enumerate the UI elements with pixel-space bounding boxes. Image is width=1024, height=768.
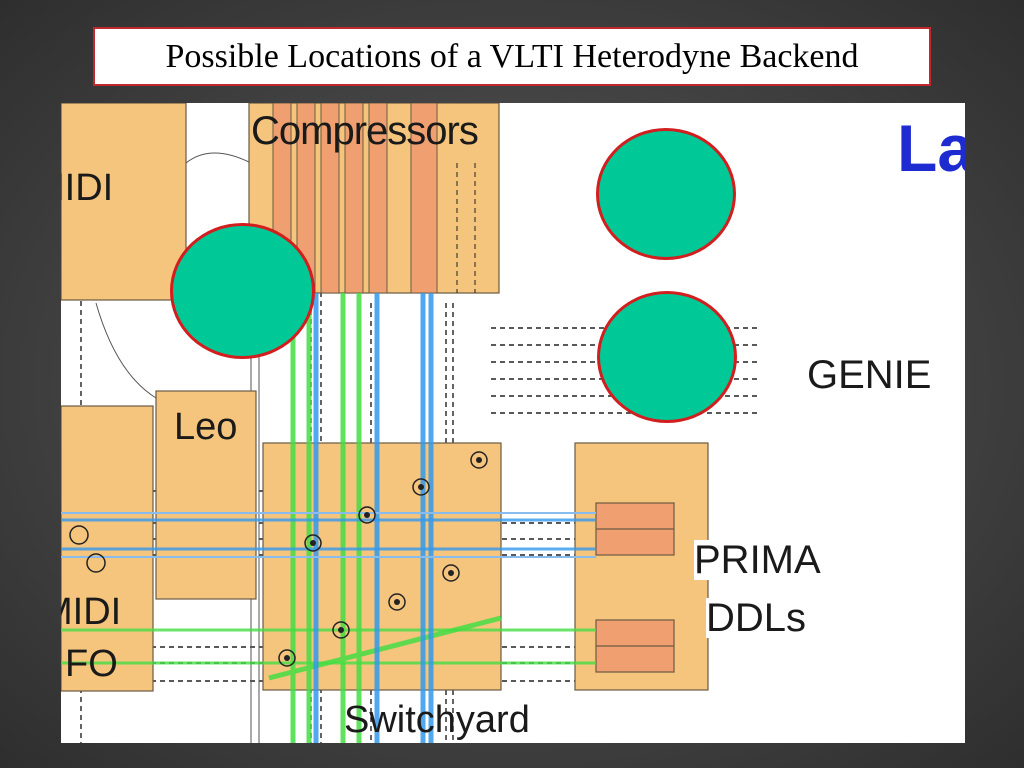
label-lab: La xyxy=(897,111,965,185)
label-leo: Leo xyxy=(174,406,238,448)
slide-title: Possible Locations of a VLTI Heterodyne … xyxy=(93,27,931,86)
label-genie: GENIE xyxy=(807,353,932,397)
marker-middle-right xyxy=(597,291,737,423)
label-midi-top: MIDI xyxy=(61,167,114,209)
label-ddls: DDLs xyxy=(706,596,807,640)
diagram-drawing xyxy=(61,103,761,743)
marker-left xyxy=(170,223,315,359)
label-midi-bottom: MIDI xyxy=(61,591,122,633)
label-switchyard: Switchyard xyxy=(344,699,530,741)
marker-upper-right xyxy=(596,128,736,260)
label-prima: PRIMA xyxy=(694,538,821,582)
label-compressors: Compressors xyxy=(251,109,479,153)
vlti-lab-diagram: Compressors MIDI Leo MIDI FO GENIE PRIMA… xyxy=(61,103,965,743)
label-fo: FO xyxy=(65,643,118,685)
